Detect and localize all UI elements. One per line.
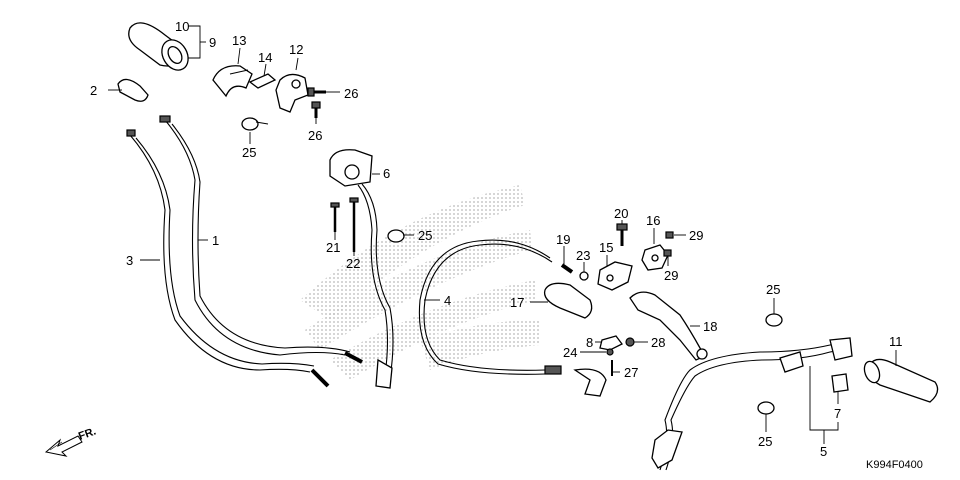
throttle-grip-part-10[interactable]: [128, 22, 194, 75]
label-18: 18: [703, 319, 717, 334]
label-23: 23: [576, 248, 590, 263]
label-7: 7: [834, 406, 841, 421]
label-2: 2: [90, 83, 97, 98]
label-5: 5: [820, 444, 827, 459]
throttle-housing-lower-part-12[interactable]: [275, 73, 309, 113]
switch-housing-part-6[interactable]: [329, 149, 394, 389]
label-26a: 26: [344, 86, 358, 101]
label-6: 6: [383, 166, 390, 181]
diagram-code: K994F0400: [866, 459, 923, 471]
label-14: 14: [258, 50, 272, 65]
screw-part-22[interactable]: [349, 197, 359, 252]
label-16: 16: [646, 213, 660, 228]
clamp-part-25b[interactable]: [387, 229, 405, 243]
label-22: 22: [346, 256, 360, 271]
throttle-cable-part-3[interactable]: [126, 129, 330, 388]
throttle-housing-upper-part-13[interactable]: [212, 65, 253, 98]
label-29b: 29: [664, 268, 678, 283]
handlebar-part-5[interactable]: [651, 337, 853, 471]
nut-part-28[interactable]: [625, 337, 635, 347]
label-10: 10: [175, 19, 189, 34]
label-20: 20: [614, 206, 628, 221]
bolt-part-20[interactable]: [616, 223, 628, 246]
screw-part-21[interactable]: [330, 202, 340, 232]
part-number-labels: 10 9 13 14 12 2 26 26 25 6 1 3 21 22 25 …: [90, 19, 903, 459]
label-11: 11: [889, 334, 903, 349]
label-29a: 29: [689, 228, 703, 243]
label-19: 19: [556, 232, 570, 247]
label-24: 24: [563, 345, 577, 360]
label-12: 12: [289, 42, 303, 57]
label-3: 3: [126, 253, 133, 268]
label-25d: 25: [758, 434, 772, 449]
label-21: 21: [326, 240, 340, 255]
clamp-part-7[interactable]: [831, 373, 849, 393]
label-25c: 25: [766, 282, 780, 297]
leader-lines: [108, 25, 897, 444]
label-9: 9: [209, 35, 216, 50]
label-15: 15: [599, 240, 613, 255]
lever-holder-part-15[interactable]: [597, 261, 633, 291]
label-4: 4: [444, 293, 451, 308]
lever-part-17[interactable]: [543, 282, 593, 319]
label-27: 27: [624, 365, 638, 380]
label-26b: 26: [308, 128, 322, 143]
washer-part-23[interactable]: [579, 271, 589, 281]
grip-part-11[interactable]: [862, 358, 939, 403]
switch-part-8[interactable]: [599, 335, 623, 351]
bolt-part-19[interactable]: [560, 263, 574, 274]
clamp-part-25c[interactable]: [765, 313, 783, 327]
screw-part-26b[interactable]: [311, 101, 321, 118]
label-25b: 25: [418, 228, 432, 243]
label-28: 28: [651, 335, 665, 350]
brand-wing-watermark: [300, 185, 540, 380]
clamp-part-25d[interactable]: [757, 401, 775, 415]
screws-part-29[interactable]: [663, 231, 674, 257]
bar-end-part-2[interactable]: [117, 78, 149, 102]
direction-label: FR.: [77, 425, 98, 442]
plate-part-14[interactable]: [248, 73, 277, 89]
bracket-part-16[interactable]: [641, 244, 669, 271]
front-direction-arrow: FR.: [44, 425, 98, 457]
label-13: 13: [232, 33, 246, 48]
label-1: 1: [212, 233, 219, 248]
screw-part-26a[interactable]: [307, 87, 326, 97]
label-17: 17: [510, 295, 524, 310]
label-25a: 25: [242, 145, 256, 160]
throttle-cable-part-1[interactable]: [159, 115, 363, 364]
washer-part-24[interactable]: [606, 348, 614, 356]
lever-part-18[interactable]: [629, 291, 708, 361]
label-8: 8: [586, 335, 593, 350]
clamp-part-25a[interactable]: [241, 117, 269, 131]
